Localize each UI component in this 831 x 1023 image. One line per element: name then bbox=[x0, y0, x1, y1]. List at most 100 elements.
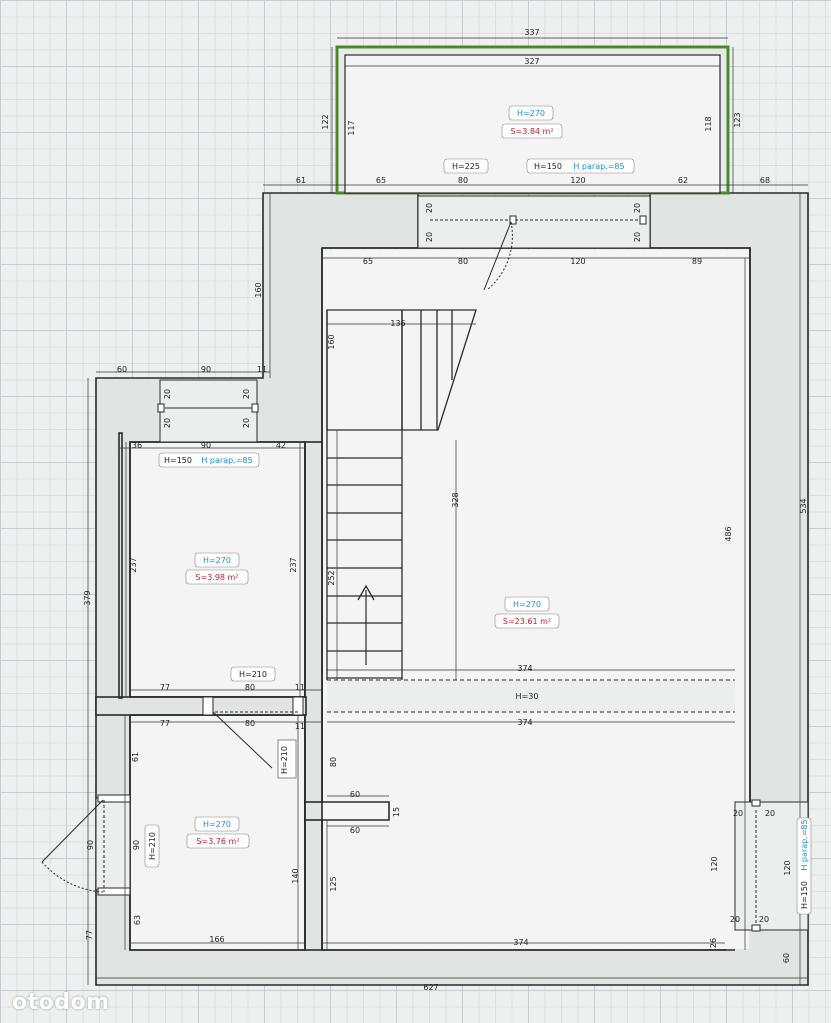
dim-120d: 120 bbox=[783, 860, 792, 875]
dim-11b: 11 bbox=[295, 683, 305, 692]
dim-80a: 80 bbox=[458, 176, 468, 185]
balcony-height: H=270 bbox=[517, 109, 545, 118]
dim-160a: 160 bbox=[254, 282, 263, 297]
dim-77a: 77 bbox=[160, 683, 170, 692]
dim-65b: 65 bbox=[363, 257, 373, 266]
dim-20d: 20 bbox=[633, 232, 642, 242]
dim-534: 534 bbox=[799, 498, 808, 513]
entrance-door bbox=[41, 794, 131, 896]
lower-room-area: S=3.76 m² bbox=[196, 837, 239, 846]
dim-26: 26 bbox=[709, 938, 718, 948]
dim-20g: 20 bbox=[163, 418, 172, 428]
dim-90e: 90 bbox=[132, 840, 141, 850]
dim-374b: 374 bbox=[517, 718, 532, 727]
balcony-area: S=3.84 m² bbox=[510, 127, 553, 136]
main-room-height: H=270 bbox=[513, 600, 541, 609]
dimension-lines bbox=[87, 37, 808, 985]
dim-20l: 20 bbox=[759, 915, 769, 924]
dim-20i: 20 bbox=[733, 809, 743, 818]
dim-237b: 237 bbox=[289, 557, 298, 572]
balcony-door bbox=[417, 195, 651, 291]
dim-60b: 60 bbox=[350, 790, 360, 799]
dim-166: 166 bbox=[209, 935, 224, 944]
main-room-label: H=270 S=23.61 m² bbox=[494, 596, 560, 629]
tag-h210-door: H=210 bbox=[280, 746, 289, 774]
dim-122: 122 bbox=[321, 114, 330, 129]
dim-328: 328 bbox=[451, 492, 460, 507]
dim-77c: 77 bbox=[85, 930, 94, 940]
upper-room-area: S=3.98 m² bbox=[195, 573, 238, 582]
tag-h225: H=225 bbox=[452, 162, 480, 171]
lower-room-label: H=270 S=3.76 m² bbox=[186, 816, 250, 849]
dim-374a: 374 bbox=[517, 664, 532, 673]
dim-120c: 120 bbox=[710, 856, 719, 871]
dim-374c: 374 bbox=[513, 938, 528, 947]
tag-h150-top: H=150 bbox=[534, 162, 562, 171]
dim-42: 42 bbox=[276, 441, 286, 450]
tag-parapet-right: H parap.=85 bbox=[800, 819, 809, 870]
dim-237a: 237 bbox=[129, 557, 138, 572]
dim-627: 627 bbox=[423, 983, 438, 992]
dim-61b: 61 bbox=[131, 752, 140, 762]
tag-parapet-left: H parap.=85 bbox=[201, 456, 252, 465]
dim-60d: 60 bbox=[782, 953, 791, 963]
dim-20k: 20 bbox=[730, 915, 740, 924]
dim-486: 486 bbox=[724, 526, 733, 541]
tag-h210-left: H=210 bbox=[148, 832, 157, 860]
dim-15: 15 bbox=[392, 807, 401, 817]
dim-123: 123 bbox=[733, 112, 742, 127]
dim-balcony-outer: 337 bbox=[524, 28, 539, 37]
dim-68: 68 bbox=[760, 176, 770, 185]
dim-125: 125 bbox=[329, 876, 338, 891]
dim-136: 136 bbox=[390, 319, 405, 328]
dim-20e: 20 bbox=[163, 389, 172, 399]
dim-20f: 20 bbox=[242, 389, 251, 399]
dimension-labels: 337 327 122 117 118 123 61 65 80 120 62 … bbox=[83, 28, 808, 992]
dim-118: 118 bbox=[704, 116, 713, 131]
dim-120a: 120 bbox=[570, 176, 585, 185]
dim-90b: 90 bbox=[201, 441, 211, 450]
dim-252: 252 bbox=[327, 570, 336, 585]
dim-balcony-inner: 327 bbox=[524, 57, 539, 66]
dim-80b: 80 bbox=[458, 257, 468, 266]
balcony-label: H=270 S=3.84 m² bbox=[501, 105, 563, 139]
dim-379: 379 bbox=[83, 590, 92, 605]
main-room-area: S=23.61 m² bbox=[503, 617, 551, 626]
dim-20b: 20 bbox=[633, 203, 642, 213]
tag-h150-left: H=150 bbox=[164, 456, 192, 465]
upper-room-height: H=270 bbox=[203, 556, 231, 565]
dim-11c: 11 bbox=[295, 722, 305, 731]
dim-89: 89 bbox=[692, 257, 702, 266]
dim-60c: 60 bbox=[350, 826, 360, 835]
dim-80d: 80 bbox=[245, 719, 255, 728]
dim-65a: 65 bbox=[376, 176, 386, 185]
dim-160b: 160 bbox=[327, 334, 336, 349]
dim-36: 36 bbox=[132, 441, 142, 450]
upper-room-label: H=270 S=3.98 m² bbox=[185, 552, 249, 585]
dim-61: 61 bbox=[296, 176, 306, 185]
tag-parapet-top: H parap.=85 bbox=[573, 162, 624, 171]
dim-90a: 90 bbox=[201, 365, 211, 374]
dim-62: 62 bbox=[678, 176, 688, 185]
height-tags: H=225 H=150 H parap.=85 H=150 H parap.=8… bbox=[144, 158, 812, 915]
tag-h150-right: H=150 bbox=[800, 881, 809, 909]
dim-140: 140 bbox=[291, 868, 300, 883]
dim-117: 117 bbox=[347, 120, 356, 135]
right-window bbox=[734, 799, 809, 932]
left-upper-window bbox=[157, 379, 259, 443]
lower-room-height: H=270 bbox=[203, 820, 231, 829]
tag-h210-top: H=210 bbox=[239, 670, 267, 679]
stairs bbox=[326, 309, 477, 680]
dim-77b: 77 bbox=[160, 719, 170, 728]
dim-60: 60 bbox=[117, 365, 127, 374]
dim-20c: 20 bbox=[425, 232, 434, 242]
interior-doors bbox=[202, 696, 304, 779]
dim-80c: 80 bbox=[245, 683, 255, 692]
dim-20a: 20 bbox=[425, 203, 434, 213]
watermark-logo: otodom bbox=[12, 990, 110, 1015]
balcony bbox=[335, 45, 730, 195]
tag-h30: H=30 bbox=[516, 692, 539, 701]
dim-120b: 120 bbox=[570, 257, 585, 266]
dim-11a: 11 bbox=[257, 365, 267, 374]
